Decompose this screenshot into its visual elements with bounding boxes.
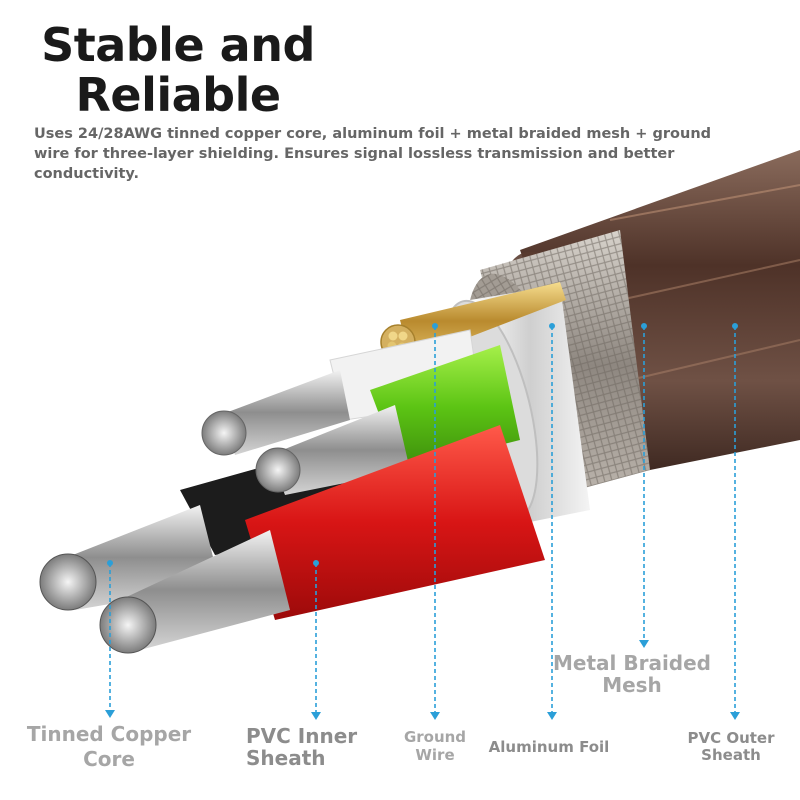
label-ground-wire: Ground Wire [403, 728, 467, 764]
label-aluminum-foil: Aluminum Foil [488, 738, 610, 756]
label-pvc-inner-sheath: PVC Inner Sheath [246, 724, 358, 770]
label-pvc-outer-sheath: PVC Outer Sheath [687, 729, 775, 764]
page-title: Stable and Reliable [41, 18, 315, 122]
pointer-dots [107, 323, 738, 566]
label-tinned-copper-core: Tinned Copper Core [26, 722, 192, 771]
pointer-arrowheads [105, 640, 740, 720]
red-wire [99, 425, 545, 654]
page-subtitle: Uses 24/28AWG tinned copper core, alumin… [34, 126, 712, 182]
label-metal-braided-mesh: Metal Braided Mesh [553, 651, 711, 697]
pointer-lines [109, 326, 736, 712]
